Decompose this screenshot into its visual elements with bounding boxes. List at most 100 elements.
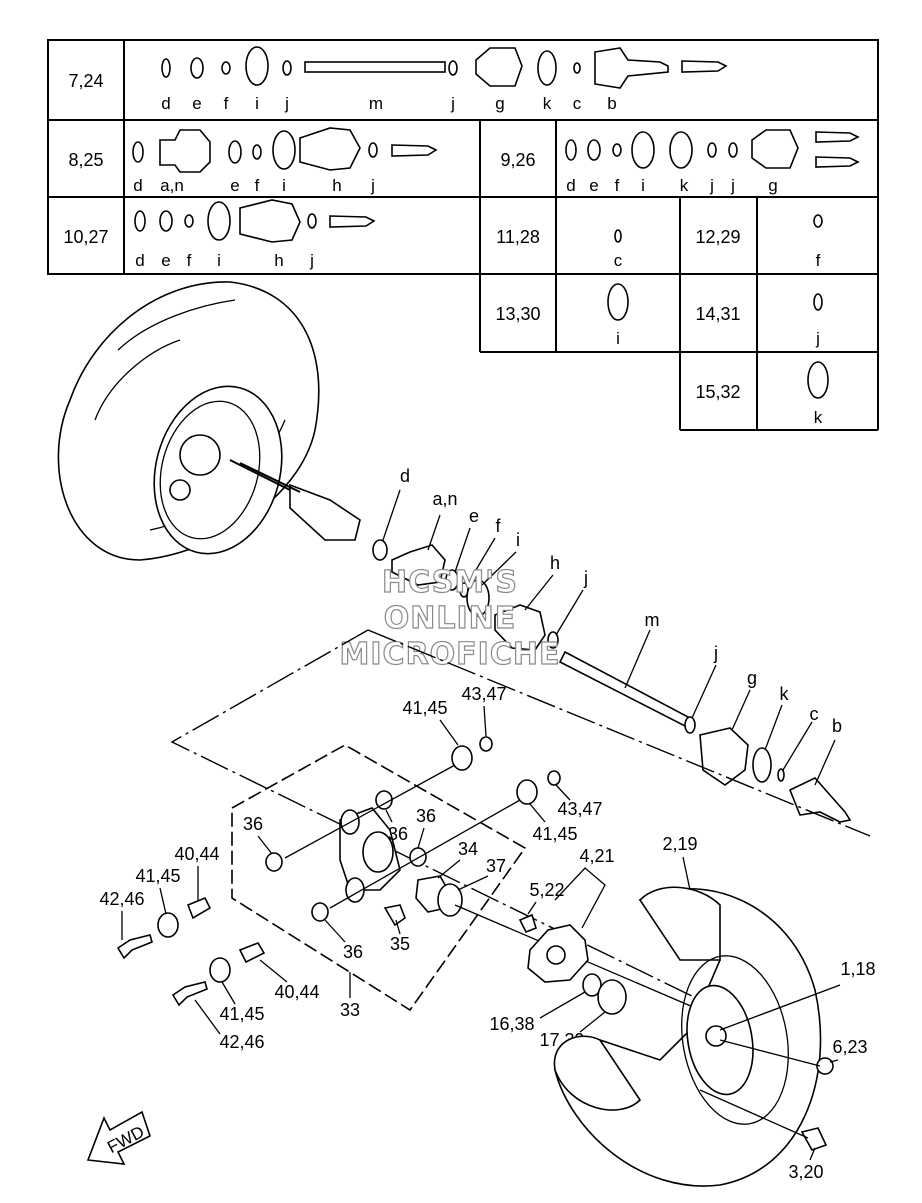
part-c <box>777 768 785 782</box>
right-tire: 2,19 1,18 6,23 3,20 <box>553 834 876 1187</box>
kit-f-icon <box>813 214 823 228</box>
kit-r5-c: c <box>614 251 623 270</box>
kit-k-icon <box>807 361 829 399</box>
kit-row3-parts <box>565 129 860 169</box>
callout-e: e <box>469 506 479 526</box>
callout-f: f <box>495 516 501 536</box>
collar-36d <box>311 902 329 922</box>
part-17-39 <box>597 979 627 1015</box>
callout-g: g <box>747 668 757 688</box>
callout-36b: 36 <box>388 824 408 844</box>
guide-line-left <box>170 629 701 1001</box>
callout-j2: j <box>713 643 718 663</box>
kit-r3-f: f <box>615 176 620 195</box>
kit-r4-i: i <box>217 251 221 270</box>
callout-16-38: 16,38 <box>489 1014 534 1034</box>
callout-i: i <box>516 530 520 550</box>
collar-36b <box>265 852 283 872</box>
kit-r2-h: h <box>332 176 341 195</box>
callout-5-22: 5,22 <box>529 880 564 900</box>
kit-r4-e: e <box>161 251 170 270</box>
axle-parts <box>372 539 852 823</box>
kit-r3-i: i <box>641 176 645 195</box>
callout-j1: j <box>583 568 588 588</box>
kit-r1-c: c <box>573 94 582 113</box>
part-m-shaft <box>558 650 692 728</box>
part-h-boot <box>494 604 546 651</box>
watermark-line2: ONLINE <box>384 601 517 636</box>
kit-r1-i: i <box>255 94 259 113</box>
kit-row1-parts <box>161 46 728 89</box>
callout-an: a,n <box>432 489 457 509</box>
hub-parts: 4,21 5,22 16,38 17,39 <box>489 846 627 1050</box>
kit-r1-m: m <box>369 94 383 113</box>
callout-6-23: 6,23 <box>832 1037 867 1057</box>
callout-40-44a: 40,44 <box>174 844 219 864</box>
bushing-41-45b <box>516 779 538 805</box>
kit-r7-i: i <box>616 329 620 348</box>
kit-r1-k: k <box>543 94 552 113</box>
part-g-boot <box>699 727 749 786</box>
axle-callouts: d a,n e f i h j m j g k c b <box>382 466 842 786</box>
kit-r3-e: e <box>589 176 598 195</box>
kit-r1-e: e <box>192 94 201 113</box>
kit-r3-j: j <box>709 176 714 195</box>
callout-k: k <box>780 684 790 704</box>
bushing-41-45c <box>157 912 179 938</box>
fwd-arrow-icon: FWD <box>86 1110 151 1165</box>
kit-r1-j: j <box>284 94 289 113</box>
callout-43-47b: 43,47 <box>557 799 602 819</box>
callout-36c: 36 <box>416 806 436 826</box>
kit-r2-e: e <box>230 176 239 195</box>
kit-table: 7,24 8,25 9,26 10,27 11,28 12,29 13,30 1… <box>47 39 879 431</box>
swingarm-group-box <box>231 744 527 1012</box>
kit-r1-f: f <box>224 94 229 113</box>
kit-r6-f: f <box>816 251 821 270</box>
kit-r2-f: f <box>255 176 260 195</box>
callout-3-20: 3,20 <box>788 1162 823 1182</box>
kit-id-row3: 9,26 <box>500 150 535 170</box>
callout-34: 34 <box>458 839 478 859</box>
callout-41-45c: 41,45 <box>135 866 180 886</box>
kit-j-icon <box>813 293 823 311</box>
nut-43-47b <box>547 770 561 786</box>
bolt-42-46b <box>171 981 208 1007</box>
bushing-41-45a <box>451 745 473 771</box>
callout-h: h <box>550 553 560 573</box>
kit-row4-parts <box>134 199 376 243</box>
bushing-41-45d <box>209 957 231 983</box>
callout-33: 33 <box>340 1000 360 1020</box>
kit-i-icon <box>607 283 629 321</box>
part-i <box>466 579 490 617</box>
part-b <box>788 777 852 823</box>
callout-b: b <box>832 716 842 736</box>
kit-r4-h: h <box>274 251 283 270</box>
callout-2-19: 2,19 <box>662 834 697 854</box>
nut-43-47a <box>479 736 493 752</box>
kit-r3-g: g <box>768 176 777 195</box>
kit-r2-i: i <box>282 176 286 195</box>
kit-id-row9: 15,32 <box>695 382 740 402</box>
bolt-42-46a <box>116 934 153 960</box>
callout-41-45a: 41,45 <box>402 698 447 718</box>
kit-r1-j2: j <box>450 94 455 113</box>
spacer-40-44b <box>238 942 266 964</box>
watermark-line1: HCSM'S <box>382 565 518 600</box>
callout-41-45d: 41,45 <box>219 1004 264 1024</box>
kit-r3-k: k <box>680 176 689 195</box>
part-j <box>547 631 559 649</box>
kit-id-row2: 8,25 <box>68 150 103 170</box>
kit-r3-d: d <box>566 176 575 195</box>
watermark: HCSM'S ONLINE MICROFICHE <box>339 564 560 672</box>
kit-id-row1: 7,24 <box>68 71 103 91</box>
part-16-38 <box>582 973 602 997</box>
part-bolt-5-22 <box>518 913 537 934</box>
part-hub-an <box>391 544 446 586</box>
circlip-37 <box>437 883 463 917</box>
part-valve-3-20 <box>800 1127 828 1151</box>
callout-37: 37 <box>486 856 506 876</box>
spacer-40-44a <box>186 896 212 920</box>
guide-line-right <box>367 629 871 837</box>
kit-r4-j: j <box>309 251 314 270</box>
